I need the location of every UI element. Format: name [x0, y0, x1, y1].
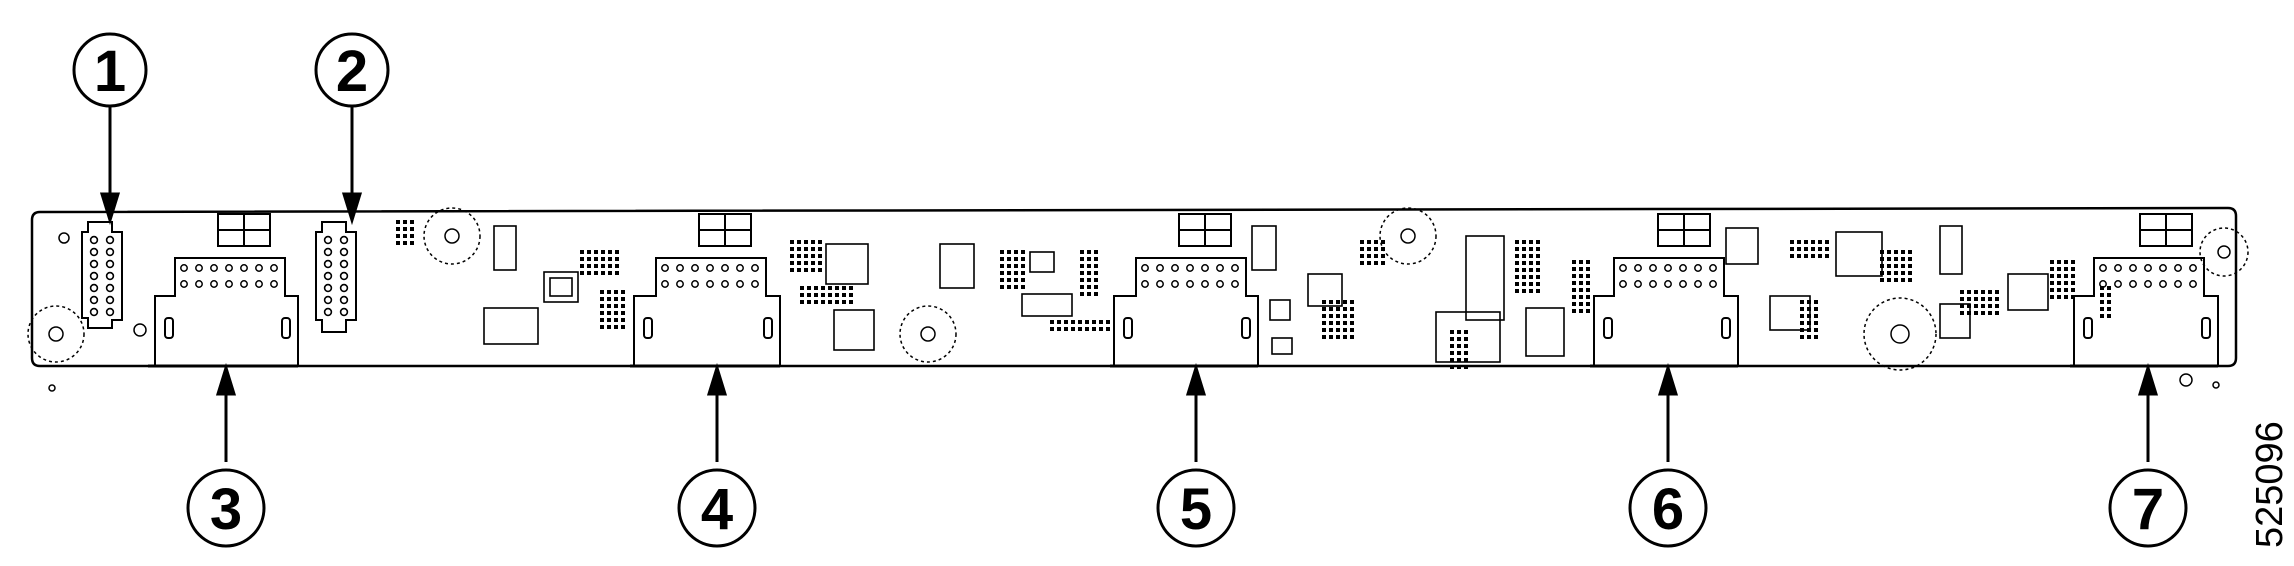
- leader-6: [1657, 362, 1679, 462]
- connector-6: [1590, 213, 1739, 368]
- leader-3: [215, 362, 237, 462]
- callout-3: 3: [186, 468, 266, 548]
- callout-1: 1: [72, 32, 148, 108]
- header-pins: [89, 235, 349, 317]
- pcb-board: [30, 206, 2238, 368]
- standoff-c: [899, 305, 957, 363]
- leader-7: [2137, 362, 2159, 462]
- callout-2: 2: [314, 32, 390, 108]
- callout-7: 7: [2108, 468, 2188, 548]
- header-connector-2: [315, 221, 357, 333]
- header-connector-1: [81, 221, 123, 329]
- standoff-a: [27, 305, 85, 363]
- standoff-d: [1379, 207, 1437, 265]
- callout-4-label: 4: [701, 477, 733, 542]
- leader-5: [1185, 362, 1207, 462]
- standoff-b: [423, 207, 481, 265]
- callout-1-label: 1: [94, 39, 126, 104]
- smt-components: [483, 225, 2049, 363]
- callout-5-label: 5: [1180, 477, 1212, 542]
- leader-2: [341, 106, 363, 226]
- connector-pins: [180, 264, 2197, 288]
- connector-5: [1110, 213, 1259, 368]
- header-connectors: [81, 221, 357, 333]
- drive-connectors: [148, 213, 2219, 368]
- callout-2-label: 2: [336, 39, 368, 104]
- connector-4: [630, 213, 781, 368]
- smd-pads: [396, 220, 2111, 369]
- callouts: 1 2 3 4 5 6 7: [72, 32, 2188, 548]
- callout-7-label: 7: [2132, 477, 2164, 542]
- connector-7: [2070, 213, 2219, 368]
- connector-3: [148, 213, 299, 368]
- callout-6: 6: [1628, 468, 1708, 548]
- callout-4: 4: [677, 468, 757, 548]
- standoff-e: [1863, 297, 1937, 371]
- callout-3-label: 3: [210, 477, 242, 542]
- leader-4: [706, 362, 728, 462]
- standoff-f: [2199, 227, 2249, 277]
- figure-id: 525096: [2249, 421, 2291, 548]
- leader-1: [99, 106, 121, 226]
- callout-6-label: 6: [1652, 477, 1684, 542]
- callout-leaders: [99, 106, 2159, 462]
- mounting-holes: [27, 207, 2249, 392]
- callout-5: 5: [1156, 468, 1236, 548]
